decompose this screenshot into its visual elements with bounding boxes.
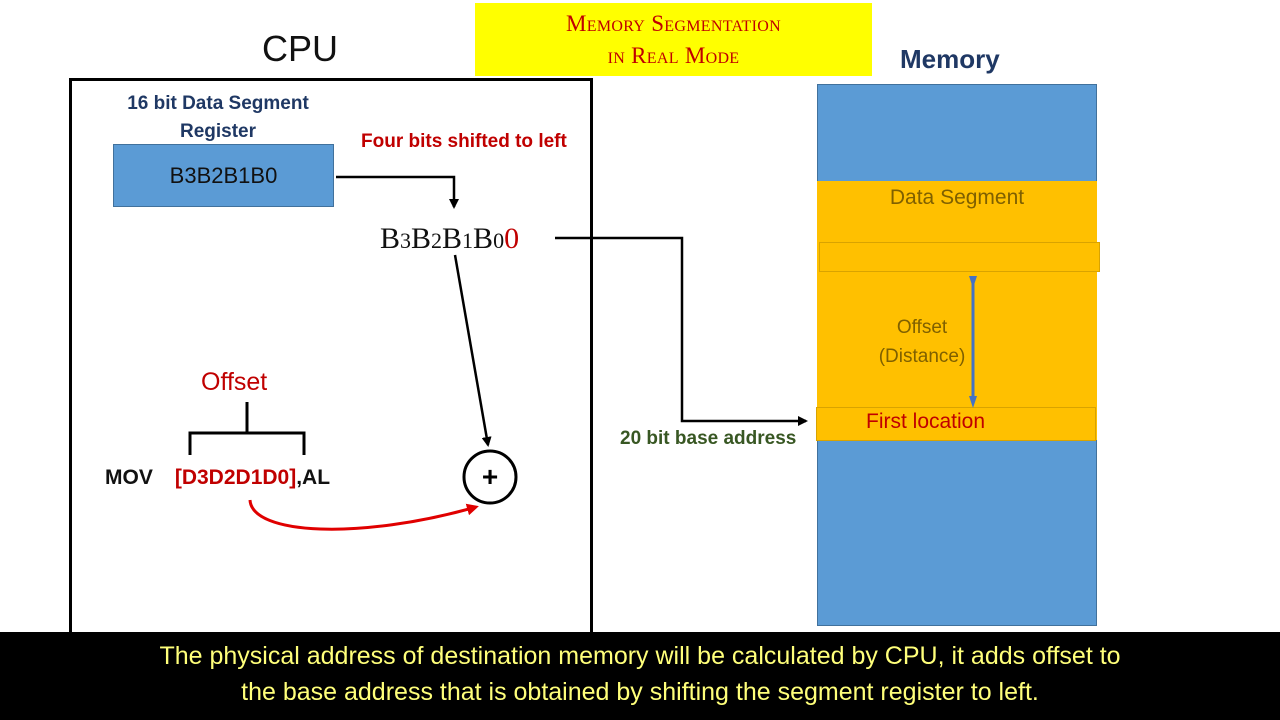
shifted-s0: 0 xyxy=(493,228,505,253)
offset-distance-line-1: Offset xyxy=(896,317,948,338)
offset-to-adder-arrow xyxy=(248,499,479,531)
adder-symbol: + xyxy=(482,461,498,492)
data-segment-block xyxy=(817,181,1097,440)
shifted-zero: 0 xyxy=(504,222,520,255)
base-address-label: 20 bit base address xyxy=(620,428,797,449)
offset-label: Offset xyxy=(201,368,268,396)
instruction-offset-operand: [D3D2D1D0] xyxy=(174,466,297,489)
offset-distance-label: Offset (Distance) xyxy=(862,313,982,371)
base-to-adder-arrow xyxy=(453,254,492,447)
title-banner: Memory Segmentation in Real Mode xyxy=(475,3,872,76)
register-caption-line-2: Register xyxy=(179,121,257,142)
memory-label: Memory xyxy=(900,44,1000,74)
shifted-b3: B xyxy=(380,222,401,255)
shift-note: Four bits shifted to left xyxy=(361,131,567,152)
segment-target-row xyxy=(819,242,1100,272)
instruction: MOV [D3D2D1D0],AL xyxy=(105,466,330,490)
register-caption-line-1: 16 bit Data Segment xyxy=(127,93,309,114)
segment-register-box: B3B2B1B0 xyxy=(113,144,334,207)
register-value: B3B2B1B0 xyxy=(169,162,278,188)
shifted-s2: 2 xyxy=(431,228,443,253)
shifted-b1: B xyxy=(442,222,463,255)
register-caption: 16 bit Data Segment Register xyxy=(114,90,322,146)
first-location-row xyxy=(816,407,1096,441)
shifted-s1: 1 xyxy=(462,228,474,253)
cpu-box xyxy=(69,78,593,641)
offset-brace xyxy=(188,402,306,455)
instruction-opcode: MOV xyxy=(105,466,153,489)
title-line-1: Memory Segmentation xyxy=(566,10,781,36)
title-line-2: in Real Mode xyxy=(607,42,740,68)
shifted-b0: B xyxy=(473,222,494,255)
adder-circle xyxy=(462,449,518,505)
base-address-arrow xyxy=(555,236,808,426)
shifted-b2: B xyxy=(411,222,432,255)
subtitle-line-2: the base address that is obtained by shi… xyxy=(241,678,1039,706)
subtitle-bar xyxy=(0,632,1280,720)
instruction-register: ,AL xyxy=(296,466,331,489)
first-location-label: First location xyxy=(866,410,986,433)
shifted-s3: 3 xyxy=(400,228,412,253)
subtitle-line-1: The physical address of destination memo… xyxy=(159,642,1121,670)
cpu-label: CPU xyxy=(262,28,339,69)
shifted-register-value: B3B2B1B00 xyxy=(380,222,519,256)
data-segment-label: Data Segment xyxy=(889,186,1025,209)
shift-arrow xyxy=(336,175,459,209)
offset-distance-line-2: (Distance) xyxy=(878,346,966,367)
